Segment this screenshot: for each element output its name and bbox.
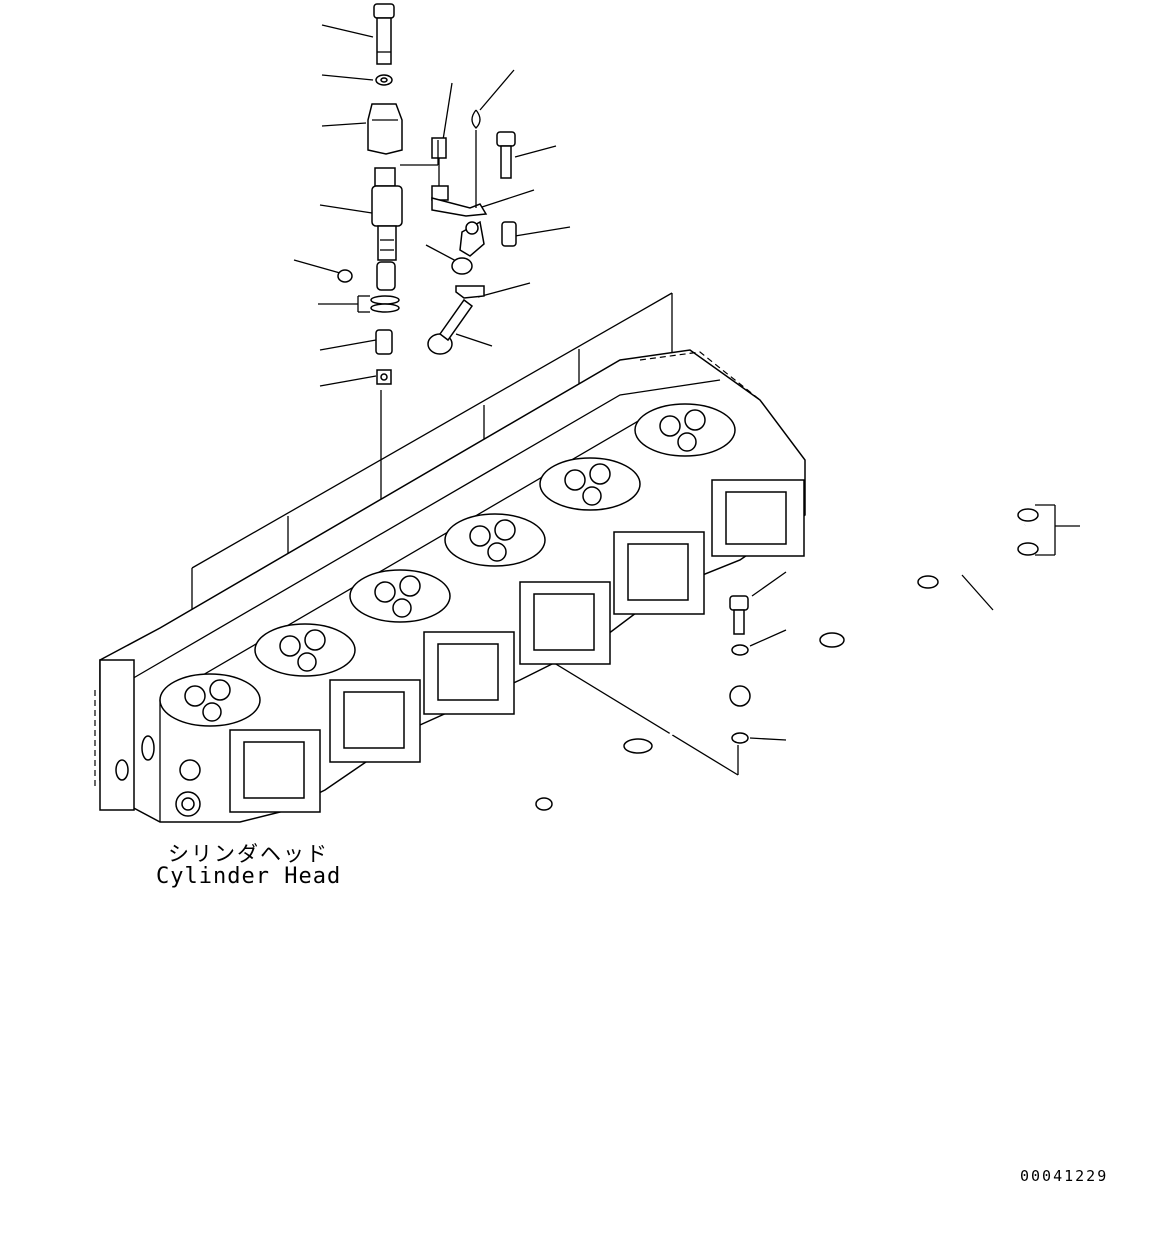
- o-ring-icon-2: [451, 257, 473, 275]
- gasket-icon: [731, 644, 749, 744]
- bolt-icon-2: [496, 131, 516, 179]
- tube-icon: [535, 508, 1039, 811]
- bolt-icon: [373, 3, 395, 65]
- bracket-icon: [455, 285, 485, 299]
- washer-icon: [375, 74, 393, 86]
- o-ring-icon: [337, 269, 353, 283]
- clamp-icon: [367, 103, 403, 155]
- connector-icon: [400, 130, 488, 217]
- clip-icon: [471, 109, 481, 129]
- component-label-english: Cylinder Head: [156, 864, 342, 889]
- nut-icon: [376, 369, 392, 385]
- port-blocks: [229, 479, 805, 813]
- o-ring-pair-icon: [357, 295, 400, 313]
- cylinder-tops: [159, 403, 736, 727]
- connector-body-icon: [459, 220, 485, 257]
- bolt-icon-3: [427, 298, 474, 355]
- sleeve-icon: [375, 329, 393, 355]
- sleeve-icon-2: [501, 221, 517, 247]
- injector-nozzle-icon: [376, 261, 396, 291]
- component-label-japanese: シリンダヘッド: [168, 842, 329, 866]
- cylinder-head-icon: [94, 349, 806, 823]
- banjo-bolt-icon: [729, 595, 749, 635]
- drawing-number: 00041229: [1020, 1167, 1109, 1185]
- injector-icon: [371, 167, 403, 261]
